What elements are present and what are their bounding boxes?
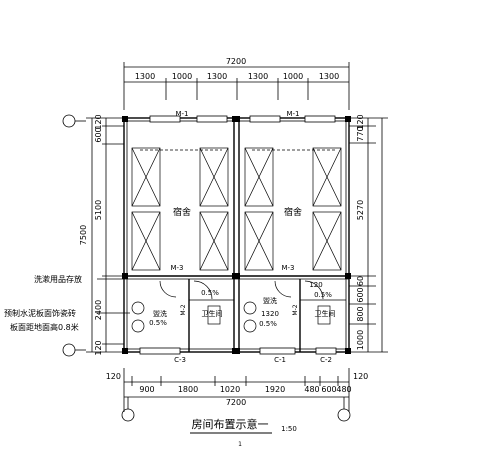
dim-bottom-3: 1800 xyxy=(178,385,198,394)
room-toilet-left: 卫生间 xyxy=(202,309,223,318)
note-panel-line2: 板面距地面高0.8米 xyxy=(10,322,79,332)
page-mark: 1 xyxy=(238,441,242,448)
room-wash-right: 盥洗 xyxy=(263,296,277,305)
dim-top-5: 1000 xyxy=(283,72,303,81)
dim-bottom-5: 1920 xyxy=(265,385,285,394)
dim-toilet-right: 120 xyxy=(309,281,322,289)
door-m2-right: M-2 xyxy=(292,304,299,315)
window-c1: C-1 xyxy=(274,356,286,364)
door-m1-right: M-1 xyxy=(286,110,299,118)
dim-top-1: 1300 xyxy=(135,72,155,81)
dim-top-4: 1300 xyxy=(248,72,268,81)
dim-right-4: 60 xyxy=(356,276,365,286)
dim-bottom-2: 900 xyxy=(139,385,154,394)
dim-right-5: 600 xyxy=(356,287,365,302)
dim-left-4: 2400 xyxy=(94,300,103,320)
dim-bottom-total: 7200 xyxy=(226,398,246,407)
door-m3-right: M-3 xyxy=(281,264,294,272)
dim-right-6: 800 xyxy=(356,306,365,321)
dim-right-1: 120 xyxy=(356,114,365,129)
dim-top-6: 1300 xyxy=(319,72,339,81)
window-c2: C-2 xyxy=(320,356,332,364)
dim-left-1: 120 xyxy=(94,114,103,129)
dim-bottom-9: 120 xyxy=(353,372,368,381)
slope-wash-right: 0.5% xyxy=(259,320,277,328)
dim-right-2: 770 xyxy=(356,126,365,141)
note-storage: 洗漱用品存放 xyxy=(34,274,82,284)
slope-wash-left: 0.5% xyxy=(149,319,167,327)
dim-left-2: 600 xyxy=(94,127,103,142)
dim-bottom-7: 600 xyxy=(321,385,336,394)
dim-bottom-1: 120 xyxy=(106,372,121,381)
dim-right-7: 1000 xyxy=(356,330,365,350)
dim-top-3: 1300 xyxy=(207,72,227,81)
slope-toilet-left: 0.5% xyxy=(201,289,219,297)
note-panel-line1: 预制水泥板面饰瓷砖 xyxy=(4,308,76,318)
dim-left-3: 5100 xyxy=(94,200,103,220)
door-m2-left: M-2 xyxy=(180,304,187,315)
dim-wash-right: 1320 xyxy=(261,310,279,318)
dim-top-total: 7200 xyxy=(226,57,246,66)
drawing-title: 房间布置示意一 xyxy=(192,417,269,431)
dim-right-3: 5270 xyxy=(356,200,365,220)
dim-left-total: 7500 xyxy=(79,225,88,245)
drawing-scale: 1:50 xyxy=(281,425,297,433)
room-dorm-left: 宿舍 xyxy=(173,206,191,218)
dim-bottom-6: 480 xyxy=(304,385,319,394)
dim-left-5: 120 xyxy=(94,340,103,355)
room-toilet-right: 卫生间 xyxy=(315,309,336,318)
dim-bottom-4: 1020 xyxy=(220,385,240,394)
dim-bottom-8: 480 xyxy=(336,385,351,394)
room-dorm-right: 宿舍 xyxy=(284,206,302,218)
door-m3-left: M-3 xyxy=(170,264,183,272)
door-m1-left: M-1 xyxy=(175,110,188,118)
window-c3: C-3 xyxy=(174,356,186,364)
dim-top-2: 1000 xyxy=(172,72,192,81)
slope-toilet-right: 0.5% xyxy=(314,291,332,299)
room-wash-left: 盥洗 xyxy=(153,309,167,318)
